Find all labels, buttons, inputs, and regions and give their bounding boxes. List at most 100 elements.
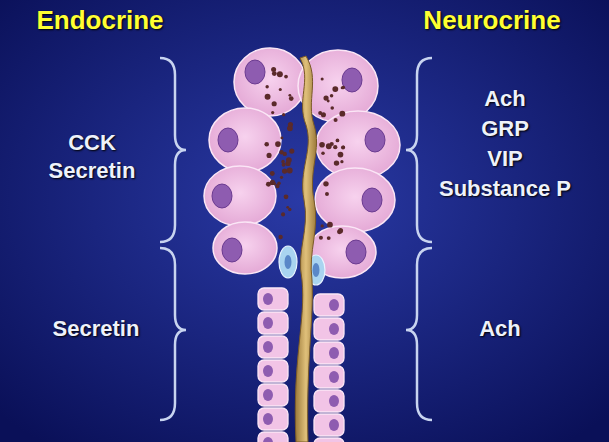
- nucleus: [285, 255, 292, 269]
- granule: [282, 168, 287, 173]
- granule: [330, 94, 334, 98]
- nucleus: [245, 60, 265, 84]
- duct-cell: [314, 294, 344, 316]
- heading: Endocrine: [36, 6, 163, 36]
- granule: [338, 228, 343, 233]
- duct-cell: [258, 312, 288, 334]
- acinar-cell: [308, 226, 376, 278]
- granule: [338, 152, 344, 158]
- transmitter-name: Substance P: [439, 176, 571, 201]
- granule: [273, 182, 276, 185]
- duct-cell: [314, 414, 344, 436]
- granule: [327, 236, 331, 240]
- brace: [406, 248, 432, 420]
- hormone-name: Secretin: [53, 316, 140, 341]
- brace: [406, 58, 432, 242]
- granule: [326, 143, 332, 149]
- granule: [341, 86, 345, 90]
- granule: [271, 67, 276, 72]
- transmitter-name: VIP: [487, 146, 522, 171]
- granule: [330, 106, 334, 110]
- braces: [160, 58, 432, 420]
- nucleus: [329, 323, 339, 335]
- granule: [271, 111, 274, 114]
- nucleus: [263, 437, 273, 442]
- nucleus: [222, 238, 242, 262]
- granule: [282, 163, 286, 167]
- nucleus: [263, 293, 273, 305]
- acinar-cell: [204, 166, 276, 226]
- granule: [275, 184, 279, 188]
- duct-cell: [258, 360, 288, 382]
- duct-cell: [258, 408, 288, 430]
- granule: [280, 136, 283, 139]
- nucleus: [263, 317, 273, 329]
- granule: [288, 208, 291, 211]
- granule: [280, 176, 283, 179]
- hormone-name: Secretin: [49, 158, 136, 183]
- granule: [340, 160, 343, 163]
- duct-cell: [258, 432, 288, 442]
- duct-cell: [258, 384, 288, 406]
- duct-cell: [258, 288, 288, 310]
- granule: [279, 150, 283, 154]
- nucleus: [362, 188, 382, 212]
- nucleus: [263, 341, 273, 353]
- brace: [160, 248, 186, 420]
- granule: [334, 118, 338, 122]
- heading: Neurocrine: [423, 6, 560, 36]
- granule: [272, 71, 277, 76]
- nucleus: [329, 347, 339, 359]
- granule: [270, 180, 275, 185]
- duct-cell: [314, 318, 344, 340]
- duct-cell: [314, 342, 344, 364]
- granule: [289, 148, 294, 153]
- brace: [160, 58, 186, 242]
- nucleus: [263, 389, 273, 401]
- granule: [282, 113, 285, 116]
- acinar-cell: [209, 108, 281, 172]
- nucleus: [313, 263, 320, 277]
- zymogen-granules: [264, 67, 345, 240]
- granule: [267, 153, 272, 158]
- granule: [341, 145, 345, 149]
- nucleus: [263, 413, 273, 425]
- granule: [289, 96, 294, 101]
- granule: [272, 101, 277, 106]
- granule: [281, 160, 285, 164]
- centroacinar-cell: [279, 246, 297, 278]
- granule: [321, 77, 324, 80]
- granule: [321, 151, 325, 155]
- granule: [264, 142, 269, 147]
- granule: [323, 181, 328, 186]
- duct-cell: [314, 390, 344, 412]
- granule: [284, 194, 289, 199]
- nucleus: [346, 240, 366, 264]
- transmitter-name: Ach: [479, 316, 521, 341]
- granule: [341, 86, 344, 89]
- granule: [333, 145, 337, 149]
- granule: [342, 146, 345, 149]
- granule: [277, 71, 283, 77]
- nucleus: [342, 68, 362, 92]
- granule: [275, 141, 281, 147]
- granule: [265, 85, 268, 88]
- granule: [288, 122, 293, 127]
- granule: [323, 96, 328, 101]
- granule: [270, 171, 275, 176]
- granule: [339, 111, 345, 117]
- granule: [336, 139, 340, 143]
- granule: [286, 157, 292, 163]
- hormone-name: CCK: [68, 130, 116, 155]
- granule: [265, 94, 271, 100]
- nucleus: [263, 365, 273, 377]
- granule: [278, 235, 282, 239]
- granule: [287, 167, 293, 173]
- nucleus: [329, 299, 339, 311]
- transmitter-name: GRP: [481, 116, 529, 141]
- granule: [281, 212, 285, 216]
- nucleus: [212, 184, 232, 208]
